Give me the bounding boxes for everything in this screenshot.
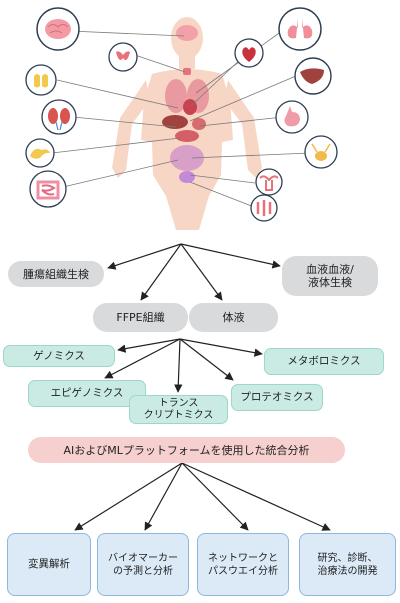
node-epigenomics: エピゲノミクス xyxy=(28,380,146,407)
heart-icon xyxy=(234,38,264,68)
brain-organ xyxy=(176,25,198,41)
human-body-figure xyxy=(112,17,262,230)
node-genomics: ゲノミクス xyxy=(3,345,115,367)
prostate-icon xyxy=(250,194,278,222)
kidney-icon xyxy=(41,99,77,135)
stomach-icon xyxy=(275,100,309,134)
intestine-icon xyxy=(29,170,67,208)
thyroid-icon xyxy=(108,42,138,72)
node-network-pathway-analysis: ネットワークとパスウエイ分析 xyxy=(197,533,289,596)
node-integrated-ai-ml-analysis: AIおよびMLプラットフォームを使用した統合分析 xyxy=(28,437,345,463)
pancreas-icon xyxy=(25,138,55,168)
flow-arrows xyxy=(74,243,331,531)
lungs-icon xyxy=(278,7,322,51)
adrenal-icon xyxy=(25,64,57,96)
node-proteomics: プロテオミクス xyxy=(231,384,323,411)
node-body-fluid: 体液 xyxy=(189,303,278,332)
node-transcriptomics: トランス クリプトミクス xyxy=(129,395,228,424)
uterus-icon xyxy=(255,168,283,196)
node-metabolomics: メタボロミクス xyxy=(264,348,384,375)
brain-icon xyxy=(36,7,80,51)
node-ffpe-tissue: FFPE組織 xyxy=(93,303,188,332)
node-research-diagnosis-therapy: 研究、診断、 治療法の開発 xyxy=(299,533,396,596)
bladder-icon xyxy=(304,135,338,169)
node-tumor-tissue-biopsy: 腫瘍組織生検 xyxy=(8,261,104,287)
node-variant-analysis: 変異解析 xyxy=(7,533,91,596)
node-liquid-biopsy: 血液血液/ 液体生検 xyxy=(282,256,378,296)
node-biomarker-prediction: バイオマーカーの予測と分析 xyxy=(97,533,189,596)
liver-icon xyxy=(294,57,332,95)
